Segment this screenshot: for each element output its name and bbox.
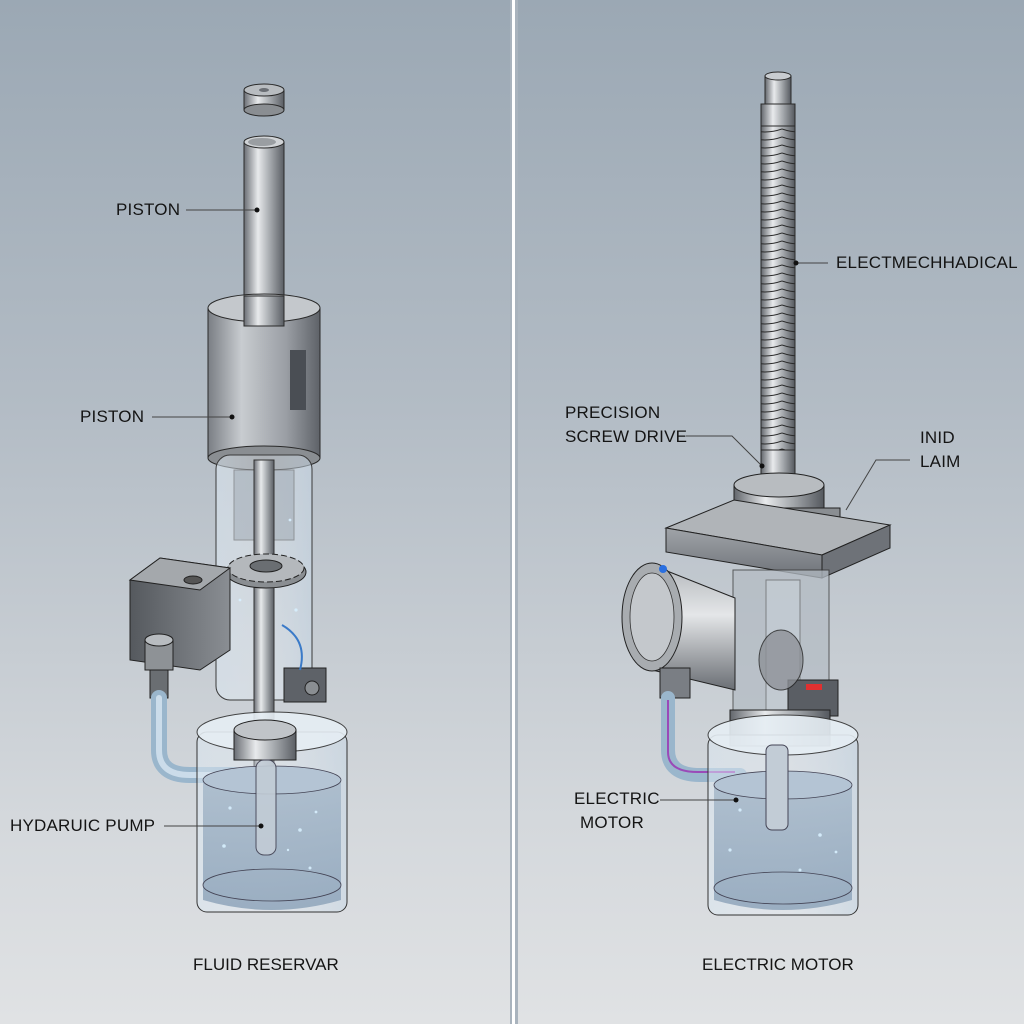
hydraulic-panel: PISTON PISTON HYDARUIC PUMP FLUID RESERV… <box>0 0 510 1024</box>
hydraulic-pump <box>233 719 297 856</box>
electromechanical-panel: ELECTMECHHADICAL PRECISION SCREW DRIVE I… <box>518 0 1024 1024</box>
indicator-led-blue <box>659 565 667 573</box>
caption-electric-motor: ELECTRIC MOTOR <box>702 955 854 974</box>
panel-divider <box>510 0 518 1024</box>
label-nut-line2: LAIM <box>920 452 961 471</box>
label-precision-line2: SCREW DRIVE <box>565 427 688 446</box>
label-motor-line2: MOTOR <box>580 813 644 832</box>
sensor-module <box>281 624 327 703</box>
hydraulic-actuator-illustration <box>128 83 348 913</box>
reservoir <box>707 714 859 916</box>
mounting-plate <box>664 499 892 579</box>
indicator-led-red <box>806 684 822 690</box>
lead-screw <box>760 71 796 493</box>
electric-motor <box>621 562 736 699</box>
label-nut-line1: INID <box>920 428 955 447</box>
solenoid-valve-box <box>128 557 232 699</box>
label-electromechanical: ELECTMECHHADICAL <box>836 253 1018 272</box>
gear-icon <box>225 553 307 589</box>
label-hydraulic-pump: HYDARUIC PUMP <box>10 816 156 835</box>
label-piston-top: PISTON <box>116 200 181 219</box>
label-piston-mid: PISTON <box>80 407 145 426</box>
caption-fluid-reservoir: FLUID RESERVAR <box>193 955 339 974</box>
label-motor-line1: ELECTRIC <box>574 789 660 808</box>
electromechanical-actuator-illustration <box>621 71 910 916</box>
label-precision-line1: PRECISION <box>565 403 661 422</box>
fluid-bubbles <box>222 518 318 870</box>
piston-cap <box>243 83 285 117</box>
piston-cylinder <box>207 293 321 471</box>
